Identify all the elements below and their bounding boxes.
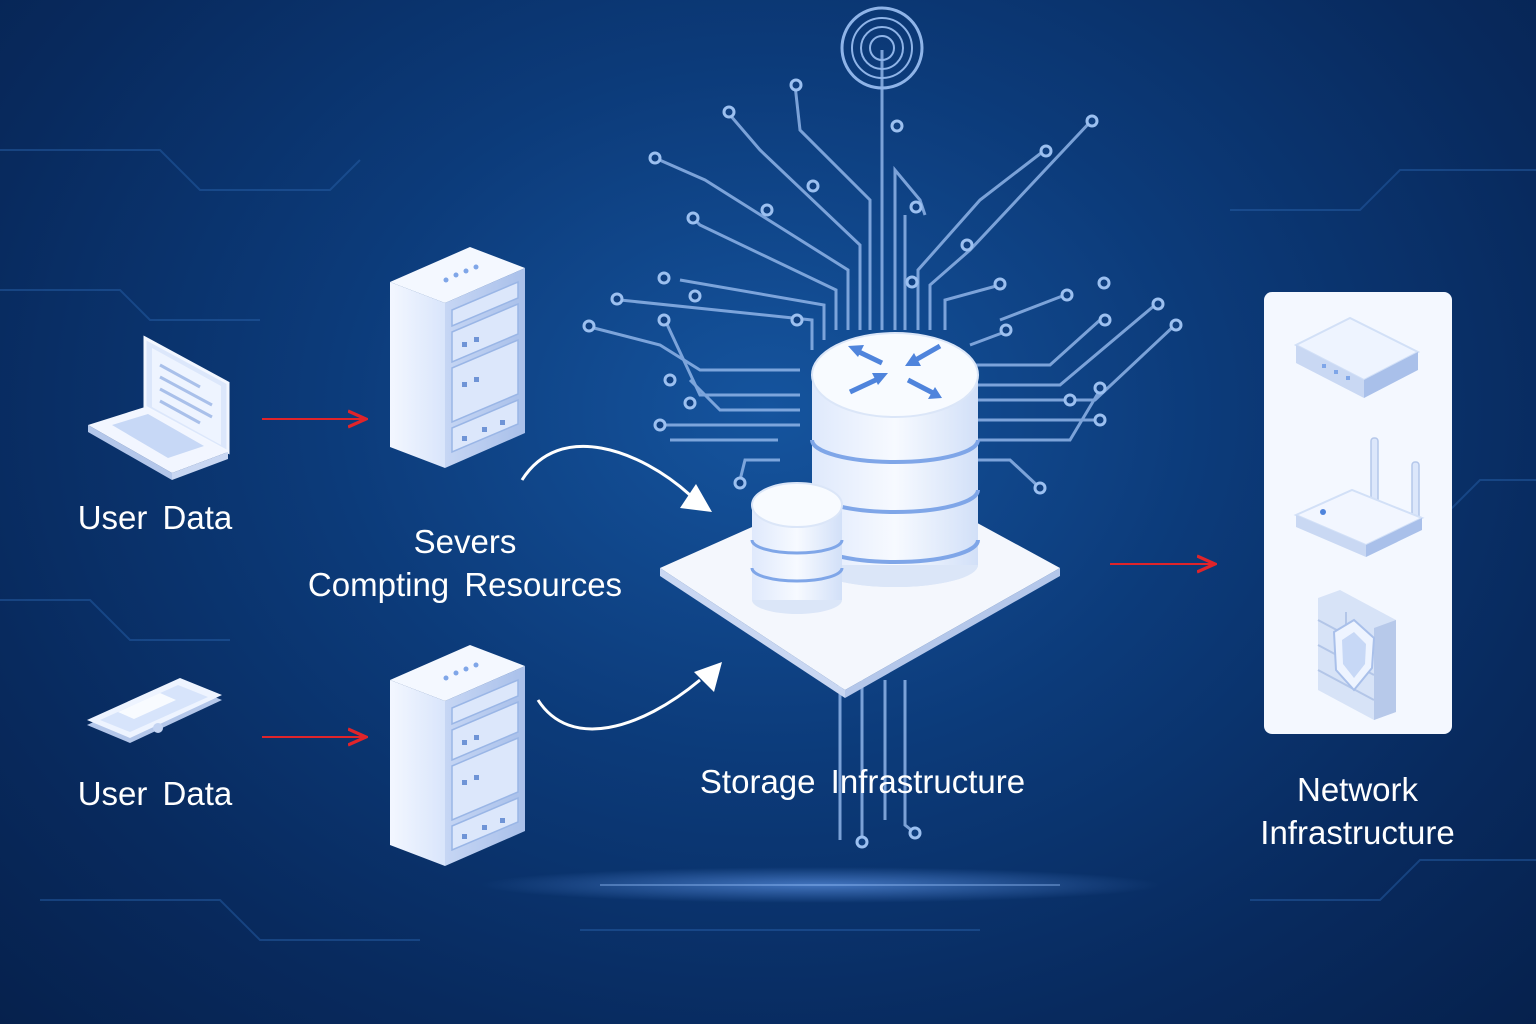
storage-label: Storage Infrastructure	[699, 763, 1026, 800]
server-rack-icon	[390, 645, 525, 866]
router-icon	[1293, 437, 1425, 557]
server-rack-icon	[390, 247, 525, 468]
database-icon	[810, 332, 980, 587]
curved-arrow-top	[520, 444, 712, 512]
laptop-icon	[88, 335, 230, 480]
servers-label: Severs Compting Resources	[307, 523, 623, 603]
firewall-icon	[1317, 590, 1396, 720]
user-data-label-top: User Data	[77, 499, 233, 536]
circuit-nodes	[582, 78, 1183, 849]
user-data-label-bottom: User Data	[77, 775, 233, 812]
network-switch-icon	[1293, 316, 1421, 398]
circuit-tree	[589, 50, 1177, 840]
target-emblem	[840, 6, 924, 90]
background-circuit-lines	[0, 149, 1536, 941]
phone-icon	[87, 678, 222, 743]
curved-arrow-bottom	[536, 662, 722, 731]
database-small-icon	[750, 482, 844, 614]
network-label: Network Infrastructure	[1260, 771, 1455, 851]
